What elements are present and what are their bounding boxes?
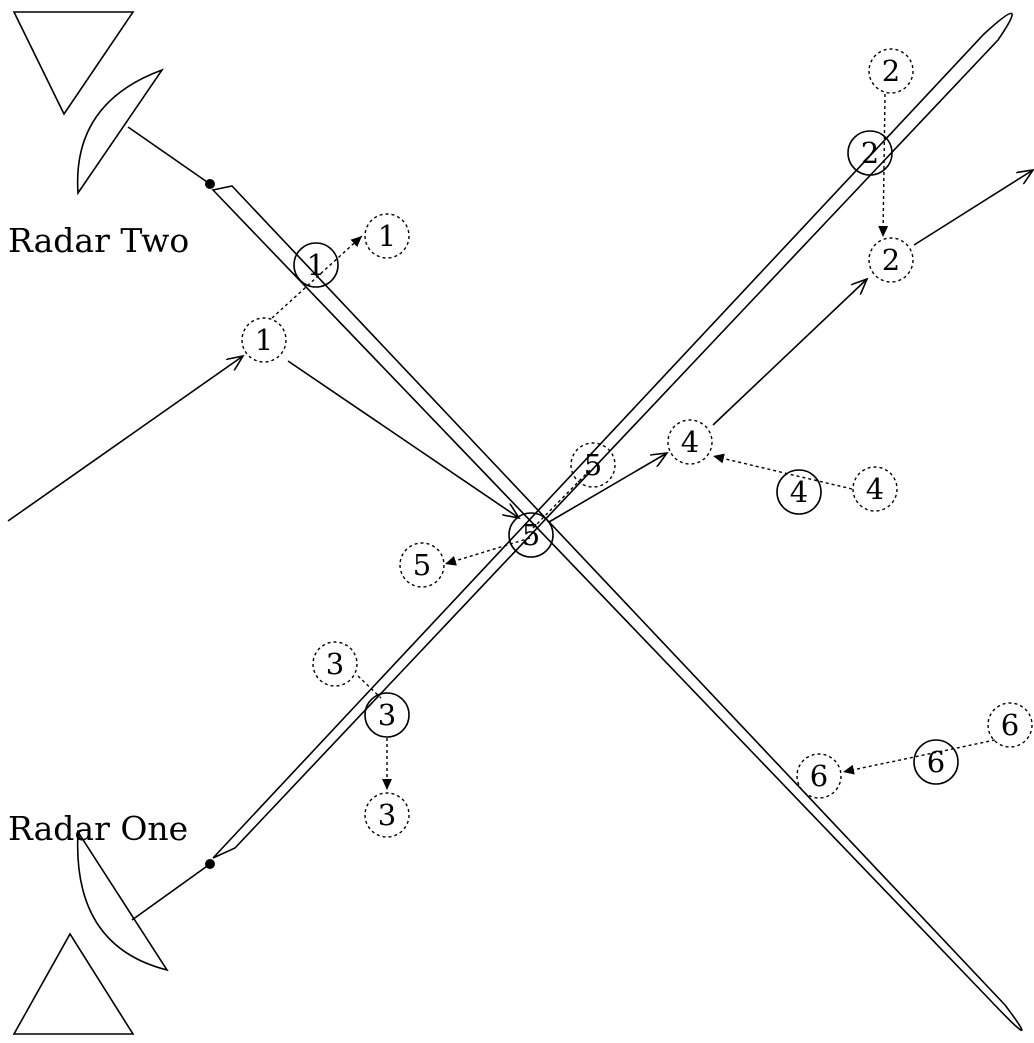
target-6-solid-label: 6: [927, 745, 945, 779]
target-4-dashed-after: [667, 419, 713, 465]
radar-two: Radar Two: [8, 11, 215, 260]
target-6-solid: [913, 739, 959, 785]
arrow-2: [878, 93, 889, 238]
target-1-dashed-after: [364, 213, 410, 259]
radar-one-focus-dot: [205, 859, 215, 869]
target-1-dashed-before-label: 1: [255, 323, 273, 357]
arrow-6: [842, 739, 996, 775]
radar-two-dish: [76, 68, 165, 196]
target-5-solid: [508, 512, 554, 558]
radar-one-mount: [12, 932, 135, 1035]
trajectory-outgoing: [913, 170, 1033, 246]
target-6-dashed-before-label: 6: [1001, 708, 1019, 742]
trajectory-4-to-2: [712, 279, 867, 426]
trajectories: [7, 170, 1033, 523]
radar-one-label: Radar One: [8, 809, 188, 848]
target-5: 5 5 5: [399, 442, 616, 588]
arrow-5-up: [532, 469, 591, 529]
radar-one-beam: [212, 12, 1013, 859]
target-4-dashed-after-label: 4: [681, 425, 699, 459]
target-2-dashed-before: [868, 48, 914, 94]
target-3-solid-label: 3: [378, 698, 396, 732]
target-5-solid-label: 5: [522, 518, 540, 552]
target-3-dashed-after: [364, 792, 410, 838]
target-3-dashed-before: [312, 641, 358, 687]
trajectory-to-crossing: [287, 360, 519, 518]
target-4: 4 4 4: [667, 419, 898, 515]
target-2-solid: [847, 130, 893, 176]
arrow-1: [271, 235, 363, 319]
target-1: 1 1 1: [241, 213, 410, 363]
target-2: 2 2 2: [847, 48, 914, 283]
displacement-arrows: [271, 93, 996, 790]
radar-two-feed: [127, 126, 211, 185]
target-2-dashed-after: [868, 237, 914, 283]
target-2-dashed-after-label: 2: [882, 243, 900, 277]
arrow-3a: [357, 675, 382, 699]
radar-two-focus-dot: [205, 179, 215, 189]
target-5-dashed-before-label: 5: [584, 448, 602, 482]
target-5-dashed-before: [570, 442, 616, 488]
target-5-dashed-after: [399, 542, 445, 588]
arrow-5-down: [444, 537, 531, 566]
target-6-dashed-after-label: 6: [810, 759, 828, 793]
target-4-dashed-before-label: 4: [866, 472, 884, 506]
target-3-dashed-after-label: 3: [378, 798, 396, 832]
radar-one-dish: [76, 829, 169, 972]
trajectory-crossing-to-4: [548, 453, 667, 523]
target-3-solid: [364, 692, 410, 738]
radar-two-mount: [12, 11, 135, 116]
radar-two-label: Radar Two: [8, 221, 189, 260]
target-6-dashed-after: [796, 753, 842, 799]
arrow-4: [712, 453, 853, 490]
radar-one-feed: [131, 863, 211, 921]
target-2-solid-label: 2: [861, 136, 879, 170]
trajectory-incoming: [7, 356, 243, 522]
target-5-dashed-after-label: 5: [413, 548, 431, 582]
target-1-solid-label: 1: [307, 248, 325, 282]
target-1-solid: [293, 242, 339, 288]
radar-one: Radar One: [8, 809, 215, 1035]
target-3-dashed-before-label: 3: [326, 647, 344, 681]
target-4-solid-label: 4: [790, 475, 808, 509]
target-2-dashed-before-label: 2: [882, 54, 900, 88]
target-6-dashed-before: [987, 702, 1033, 748]
target-3: 3 3 3: [312, 641, 410, 838]
radar-two-beam: [211, 185, 1023, 1032]
target-6: 6 6 6: [796, 702, 1033, 799]
target-4-solid: [776, 469, 822, 515]
target-4-dashed-before: [852, 466, 898, 512]
target-1-dashed-before: [241, 317, 287, 363]
target-1-dashed-after-label: 1: [378, 219, 396, 253]
